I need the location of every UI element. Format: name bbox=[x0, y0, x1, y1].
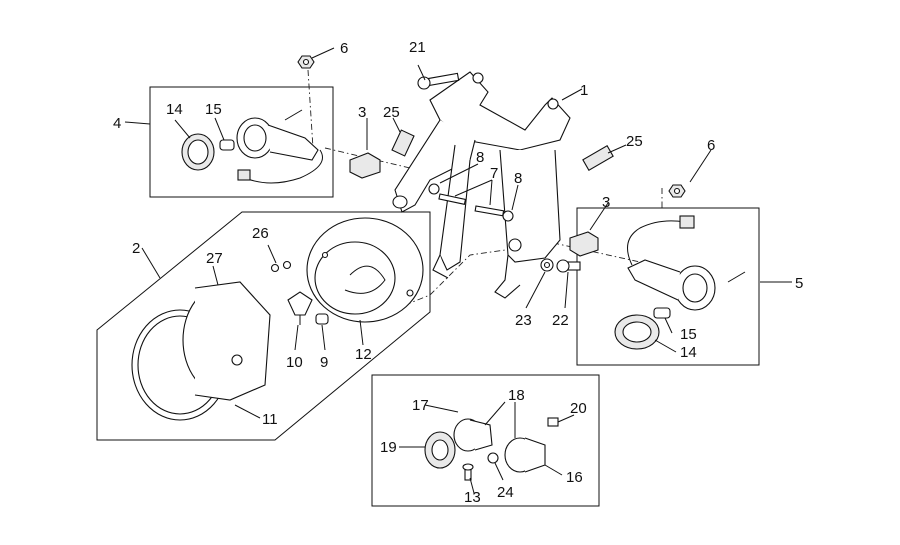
label-20: 20 bbox=[570, 400, 587, 417]
label-3: 3 bbox=[602, 194, 610, 211]
horn-box bbox=[371, 374, 600, 507]
horn-17 bbox=[453, 418, 493, 452]
label-18: 18 bbox=[508, 387, 525, 404]
rubber-3-left bbox=[349, 152, 381, 179]
label-14: 14 bbox=[166, 101, 183, 118]
left-indicator-box bbox=[149, 86, 334, 198]
o-rings-26 bbox=[270, 260, 292, 273]
label-6: 6 bbox=[340, 40, 348, 57]
nut-6-right bbox=[668, 184, 686, 198]
sleeve-25-left bbox=[391, 129, 415, 157]
washer-8-left bbox=[428, 183, 440, 195]
screw-7-right bbox=[474, 205, 505, 217]
washer-24 bbox=[487, 452, 499, 464]
axis-line bbox=[404, 244, 541, 306]
label-15: 15 bbox=[680, 326, 697, 343]
headlight-bulb-10 bbox=[287, 291, 313, 325]
rubber-3-right bbox=[569, 231, 599, 257]
label-22: 22 bbox=[552, 312, 569, 329]
label-12: 12 bbox=[355, 346, 372, 363]
screw-13 bbox=[462, 463, 474, 481]
leader-lines bbox=[124, 47, 792, 494]
right-indicator-body bbox=[627, 215, 746, 311]
label-5: 5 bbox=[795, 275, 803, 292]
horn-16 bbox=[504, 437, 546, 473]
nut-6-left bbox=[297, 55, 315, 69]
right-indicator-bulb-15 bbox=[653, 307, 671, 319]
label-27: 27 bbox=[206, 250, 223, 267]
label-7: 7 bbox=[490, 165, 498, 182]
label-26: 26 bbox=[252, 225, 269, 242]
left-indicator-body bbox=[236, 109, 323, 184]
callout-labels: 1 2 3 3 4 5 6 6 7 8 8 9 10 11 12 13 14 1… bbox=[113, 39, 803, 506]
left-indicator-lens-14 bbox=[181, 133, 215, 171]
label-6: 6 bbox=[707, 137, 715, 154]
right-indicator-box bbox=[576, 207, 760, 366]
nut-20 bbox=[547, 417, 559, 427]
label-8: 8 bbox=[476, 149, 484, 166]
sleeve-25-right bbox=[582, 145, 614, 171]
parking-bulb-9 bbox=[315, 313, 329, 325]
left-indicator-bulb-15 bbox=[219, 139, 235, 151]
label-1: 1 bbox=[580, 82, 588, 99]
label-3: 3 bbox=[358, 104, 366, 121]
right-indicator-lens-14 bbox=[614, 314, 660, 350]
headlight-shell-12 bbox=[306, 217, 424, 323]
label-13: 13 bbox=[464, 489, 481, 506]
label-25: 25 bbox=[626, 133, 643, 150]
label-24: 24 bbox=[497, 484, 514, 501]
headlight-unit-27 bbox=[182, 281, 271, 401]
label-23: 23 bbox=[515, 312, 532, 329]
label-9: 9 bbox=[320, 354, 328, 371]
label-11: 11 bbox=[262, 411, 278, 428]
label-25: 25 bbox=[383, 104, 400, 121]
label-14: 14 bbox=[680, 344, 697, 361]
screw-7-left bbox=[438, 193, 467, 205]
label-19: 19 bbox=[380, 439, 397, 456]
label-15: 15 bbox=[205, 101, 222, 118]
screw-21 bbox=[417, 72, 460, 90]
label-2: 2 bbox=[132, 240, 140, 257]
label-16: 16 bbox=[566, 469, 583, 486]
horn-cover-19 bbox=[424, 431, 456, 469]
label-8: 8 bbox=[514, 170, 522, 187]
screw-22 bbox=[556, 259, 581, 273]
label-21: 21 bbox=[409, 39, 426, 56]
label-10: 10 bbox=[286, 354, 303, 371]
washer-8-right bbox=[502, 210, 514, 222]
washer-23 bbox=[540, 258, 554, 272]
axis-line bbox=[307, 69, 314, 149]
label-4: 4 bbox=[113, 115, 121, 132]
headlight-bracket bbox=[392, 71, 571, 299]
headlight-box bbox=[96, 211, 431, 441]
label-17: 17 bbox=[412, 397, 429, 414]
